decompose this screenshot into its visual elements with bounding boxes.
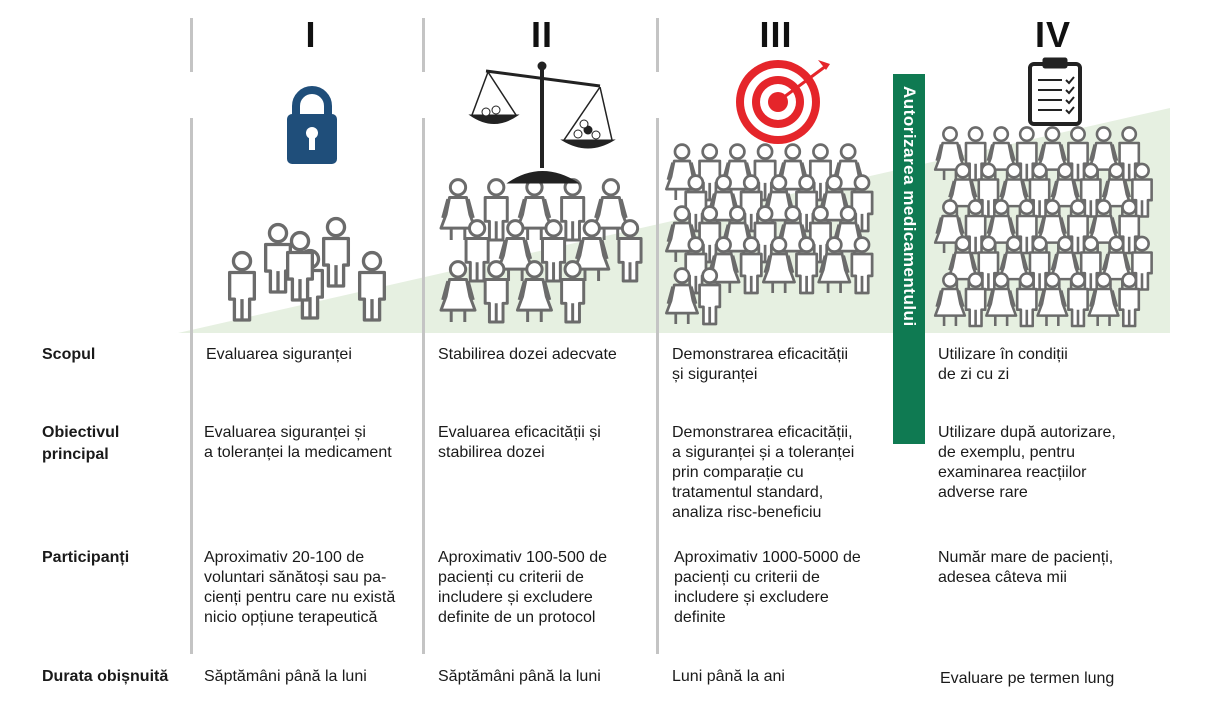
person-female-icon <box>439 260 477 322</box>
authorization-banner: Autorizarea medicamentului <box>893 74 925 444</box>
column-divider <box>656 118 659 654</box>
person-female-icon <box>573 219 611 281</box>
column-divider-top <box>422 18 425 72</box>
column-divider <box>422 118 425 654</box>
column-divider <box>190 118 193 654</box>
person-male-icon <box>1028 162 1051 218</box>
person-male-icon <box>1118 199 1141 255</box>
person-female-icon <box>1087 272 1120 326</box>
authorization-label: Autorizarea medicamentului <box>900 86 919 327</box>
person-female-icon <box>1100 235 1133 290</box>
padlock-icon <box>287 86 337 164</box>
people-crowds <box>227 126 1153 328</box>
cell-scope-phase-4: Utilizare în condiții de zi cu zi <box>938 346 1068 383</box>
cell-objective-phase-1: Evaluarea siguranței și a toleranței la … <box>204 424 392 461</box>
person-male-icon <box>464 219 490 283</box>
row-label-main-objective: Obiectivul principal <box>42 424 120 463</box>
person-female-icon <box>665 267 699 324</box>
person-female-icon <box>1100 162 1133 217</box>
balance-scale-icon <box>468 61 616 184</box>
person-female-icon <box>515 260 553 322</box>
person-male-icon <box>1067 272 1089 328</box>
phase-numeral: III <box>759 14 793 55</box>
person-male-icon <box>739 236 763 295</box>
person-male-icon <box>1131 235 1153 291</box>
cell-duration-phase-1: Săptămâni până la luni <box>204 668 367 685</box>
cell-objective-phase-3: Demonstrarea eficacității, a siguranței … <box>672 424 855 521</box>
person-male-icon <box>541 219 567 283</box>
clipboard-checklist-icon <box>1028 57 1082 126</box>
person-male-icon <box>795 236 819 295</box>
person-female-icon <box>665 205 699 262</box>
person-male-icon <box>850 174 874 233</box>
person-male-icon <box>1067 126 1089 182</box>
person-female-icon <box>761 236 796 293</box>
person-male-icon <box>1079 162 1102 218</box>
person-male-icon <box>1015 272 1038 328</box>
cell-scope-phase-1: Evaluarea siguranței <box>206 346 352 363</box>
target-icon <box>736 60 830 144</box>
person-male-icon <box>977 162 1000 218</box>
cell-duration-phase-2: Săptămâni până la luni <box>438 668 601 685</box>
person-male-icon <box>964 272 987 328</box>
phase-numeral: IV <box>1034 14 1071 55</box>
person-female-icon <box>817 236 852 293</box>
cell-scope-phase-3: Demonstrarea eficacității și siguranței <box>672 346 849 383</box>
person-female-icon <box>761 174 796 231</box>
cell-participants-phase-4: Număr mare de pacienți, adesea câteva mi… <box>938 549 1114 586</box>
cell-duration-phase-4: Evaluare pe termen lung <box>940 670 1115 687</box>
person-male-icon <box>977 235 1000 291</box>
column-divider-top <box>190 18 193 72</box>
person-male-icon <box>795 174 819 233</box>
person-female-icon <box>1036 272 1069 326</box>
person-male-icon <box>1131 162 1153 218</box>
cell-objective-phase-2: Evaluarea eficacității și stabilirea doz… <box>438 424 601 461</box>
person-male-icon <box>1067 199 1089 255</box>
phase-numeral: I <box>305 14 317 55</box>
person-male-icon <box>227 250 257 322</box>
row-label-participants: Participanți <box>42 549 130 566</box>
person-male-icon <box>1028 235 1051 291</box>
person-male-icon <box>964 199 987 255</box>
column-divider-top <box>656 18 659 72</box>
person-male-icon <box>560 178 586 242</box>
person-male-icon <box>739 174 763 233</box>
person-male-icon <box>285 230 315 302</box>
cell-duration-phase-3: Luni până la ani <box>672 668 785 685</box>
person-male-icon <box>483 260 509 324</box>
person-male-icon <box>1118 126 1141 182</box>
person-male-icon <box>617 219 643 283</box>
cell-participants-phase-3: Aproximativ 1000-5000 de pacienți cu cri… <box>674 549 861 626</box>
person-male-icon <box>321 216 351 288</box>
cell-objective-phase-4: Utilizare după autorizare, de exemplu, p… <box>938 424 1116 501</box>
person-male-icon <box>850 236 874 295</box>
person-male-icon <box>698 267 722 326</box>
person-male-icon <box>357 250 387 322</box>
person-male-icon <box>753 143 777 202</box>
cell-participants-phase-2: Aproximativ 100-500 de pacienți cu crite… <box>438 549 607 626</box>
phase-numeral: II <box>530 14 553 55</box>
person-male-icon <box>483 178 509 242</box>
person-male-icon <box>1118 272 1141 328</box>
person-female-icon <box>933 272 967 326</box>
cell-scope-phase-2: Stabilirea dozei adecvate <box>438 346 617 363</box>
person-male-icon <box>698 205 722 264</box>
person-male-icon <box>560 260 586 324</box>
row-label-scope: Scopul <box>42 346 96 363</box>
cell-participants-phase-1: Aproximativ 20-100 de voluntari sănătoși… <box>204 549 396 626</box>
row-label-duration: Durata obișnuită <box>42 668 169 685</box>
person-female-icon <box>1036 199 1069 253</box>
person-male-icon <box>1015 199 1038 255</box>
person-female-icon <box>985 272 1018 326</box>
